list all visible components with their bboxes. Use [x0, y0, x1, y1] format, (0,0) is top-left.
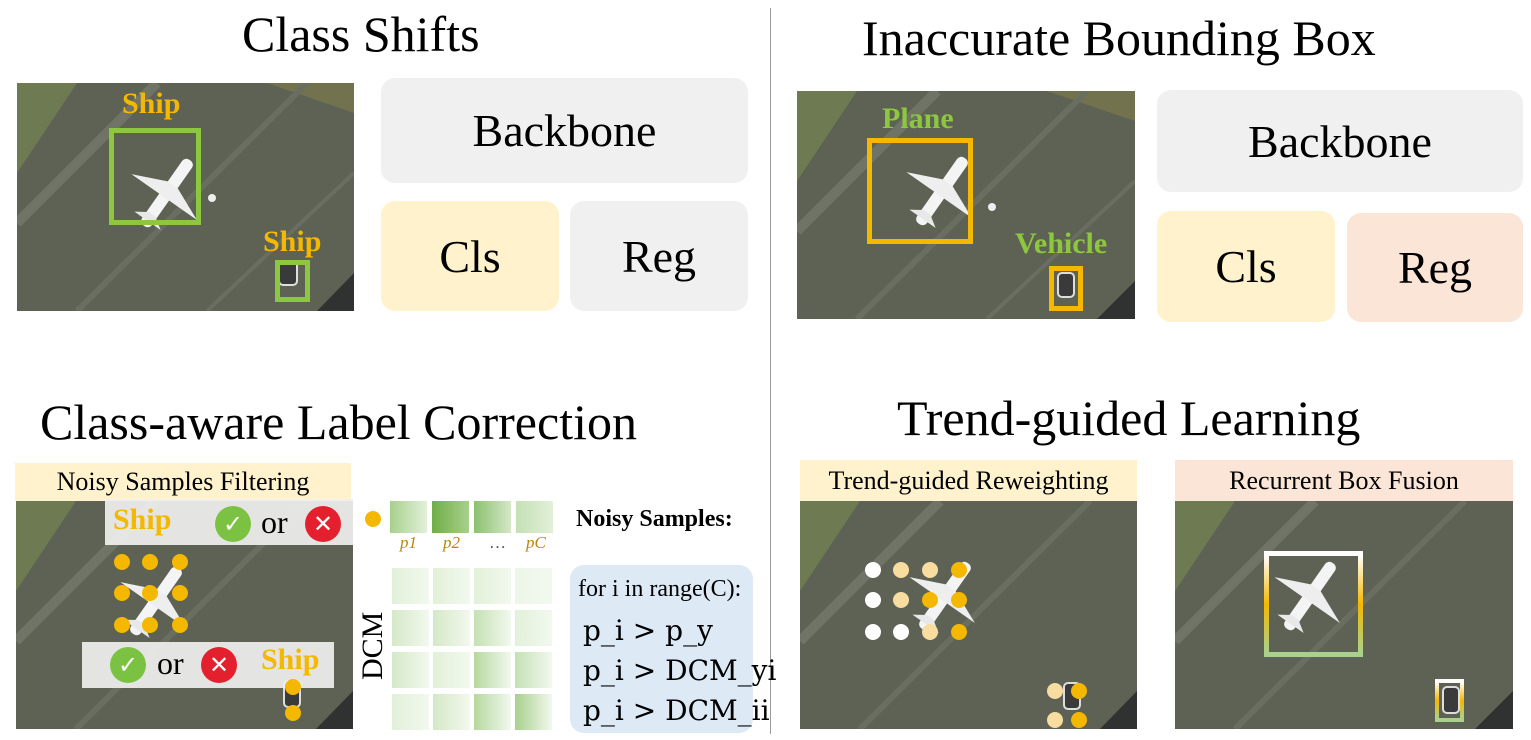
- aerial-image-inaccurate-box: Plane Vehicle: [797, 91, 1135, 319]
- prob-label-3: …: [489, 533, 506, 552]
- inaccurate-box-title: Inaccurate Bounding Box: [862, 10, 1376, 66]
- anchor-dot: [142, 617, 158, 633]
- anchor-dot: [172, 554, 188, 570]
- ship-label-bottom: Ship: [261, 643, 320, 676]
- plane-label: Plane: [882, 102, 954, 135]
- aerial-image-class-shifts: Ship Ship: [17, 83, 354, 311]
- weight-dot: [893, 624, 909, 640]
- dcm-cell: [433, 694, 470, 730]
- condition-box: [570, 565, 753, 733]
- dcm-cell: [392, 652, 429, 688]
- prob-cell-1: [390, 501, 427, 533]
- class-shifts-title: Class Shifts: [242, 6, 480, 62]
- weight-dot: [951, 624, 967, 640]
- weight-dot: [951, 562, 967, 578]
- check-icon-bottom: ✓: [110, 647, 146, 683]
- dcm-cell: [392, 694, 429, 730]
- check-icon-top: ✓: [215, 506, 251, 542]
- fused-box-vehicle: [1435, 679, 1464, 722]
- weight-dot: [893, 592, 909, 608]
- fused-box-plane: [1264, 551, 1363, 657]
- bbox-vehicle: [275, 260, 310, 302]
- aerial-image-reweighting: [800, 501, 1137, 729]
- aerial-image-fusion: [1175, 501, 1513, 729]
- condition-1: p_i > p_y: [583, 614, 713, 647]
- code-loop-line: for i in range(C):: [578, 576, 742, 602]
- anchor-dot: [114, 554, 130, 570]
- weight-dot: [922, 562, 938, 578]
- anchor-dot: [142, 554, 158, 570]
- or-text-bottom: or: [157, 645, 184, 681]
- dcm-cell: [515, 568, 552, 604]
- cls-box-1: Cls: [381, 201, 559, 311]
- cls-box-2: Cls: [1157, 211, 1335, 322]
- dcm-label: DCM: [356, 611, 389, 680]
- trend-guided-title: Trend-guided Learning: [897, 390, 1361, 446]
- noisy-samples-filtering-label: Noisy Samples Filtering: [15, 463, 351, 501]
- anchor-dot: [285, 705, 301, 721]
- prob-label-2: p2: [443, 533, 460, 552]
- anchor-dot: [114, 585, 130, 601]
- weight-dot: [1047, 712, 1063, 728]
- weight-dot: [1071, 683, 1087, 699]
- trend-guided-reweighting-label: Trend-guided Reweighting: [800, 460, 1137, 501]
- prob-label-4: pC: [526, 533, 546, 552]
- dcm-cell: [474, 652, 511, 688]
- ship-label-2: Ship: [263, 225, 322, 258]
- recurrent-box-fusion-label: Recurrent Box Fusion: [1175, 460, 1513, 501]
- anchor-dot: [285, 679, 301, 695]
- prob-label-1: p1: [400, 533, 417, 552]
- sample-dot: [365, 511, 381, 527]
- condition-3: p_i > DCM_ii: [583, 694, 770, 727]
- dcm-cell: [474, 568, 511, 604]
- panel-divider: [770, 8, 771, 734]
- weight-dot: [893, 562, 909, 578]
- weight-dot: [1047, 683, 1063, 699]
- dcm-cell: [433, 568, 470, 604]
- reg-box-1: Reg: [570, 201, 748, 311]
- prob-cell-2: [432, 501, 469, 533]
- backbone-box-2: Backbone: [1157, 90, 1523, 192]
- dcm-cell: [433, 652, 470, 688]
- prob-cell-3: [474, 501, 511, 533]
- reg-box-2: Reg: [1347, 213, 1523, 322]
- dcm-cell: [474, 694, 511, 730]
- bbox-vehicle-inaccurate: [1049, 266, 1083, 311]
- dcm-cell: [515, 694, 552, 730]
- dcm-cell: [515, 610, 552, 646]
- cross-icon-bottom: ✕: [201, 647, 237, 683]
- dcm-cell: [474, 610, 511, 646]
- weight-dot: [922, 624, 938, 640]
- bbox-plane-inaccurate: [867, 138, 973, 244]
- condition-2: p_i > DCM_yi: [583, 654, 777, 687]
- bbox-plane: [109, 128, 201, 225]
- backbone-box-1: Backbone: [381, 78, 748, 183]
- weight-dot: [922, 592, 938, 608]
- anchor-dot: [114, 617, 130, 633]
- or-text-top: or: [261, 504, 288, 540]
- dcm-cell: [392, 610, 429, 646]
- dcm-cell: [433, 610, 470, 646]
- noisy-samples-heading: Noisy Samples:: [576, 506, 733, 532]
- anchor-dot: [172, 585, 188, 601]
- vehicle-label: Vehicle: [1015, 227, 1108, 260]
- label-correction-title: Class-aware Label Correction: [40, 394, 637, 450]
- dcm-cell: [392, 568, 429, 604]
- weight-dot: [865, 624, 881, 640]
- cross-icon-top: ✕: [305, 506, 341, 542]
- anchor-dot: [172, 617, 188, 633]
- prob-cell-4: [516, 501, 553, 533]
- weight-dot: [951, 592, 967, 608]
- ship-label-top: Ship: [113, 503, 172, 536]
- weight-dot: [865, 592, 881, 608]
- ship-label-1: Ship: [122, 87, 181, 120]
- weight-dot: [1071, 712, 1087, 728]
- weight-dot: [865, 562, 881, 578]
- anchor-dot: [142, 585, 158, 601]
- dcm-cell: [515, 652, 552, 688]
